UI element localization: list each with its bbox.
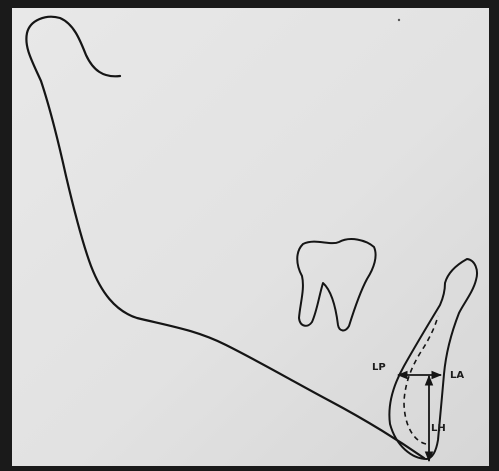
label-lp: LP [372, 362, 386, 373]
label-lh: LH [431, 423, 446, 434]
paper [12, 8, 489, 466]
label-la: LA [450, 370, 464, 381]
paper-speck [398, 19, 400, 21]
